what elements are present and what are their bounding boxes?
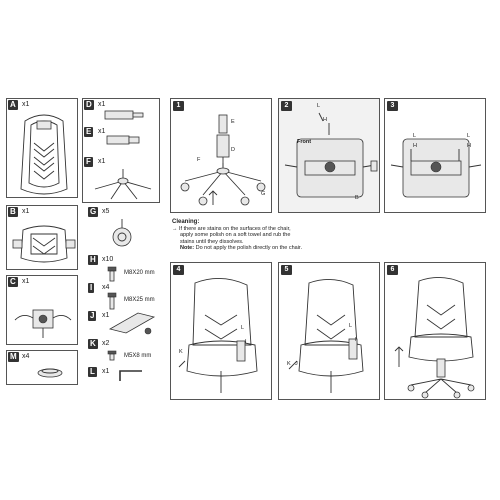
part-letter: M [8, 352, 19, 362]
part-qty: x1 [98, 158, 106, 165]
bolt-k-size: M5X8 mm [124, 353, 152, 359]
part-a-panel: A x1 [6, 98, 78, 198]
part-qty: x2 [102, 340, 110, 347]
step-number: 1 [173, 101, 184, 111]
part-qty: x1 [22, 278, 30, 285]
step-2-panel: 2 L H Front B [278, 98, 380, 213]
label-k: K [287, 361, 291, 367]
part-letter: F [84, 157, 93, 167]
cleaning-line-3: stains until they dissolves. [180, 238, 244, 245]
cover-illustration [106, 135, 140, 145]
part-qty: x5 [102, 208, 110, 215]
part-letter: I [88, 283, 95, 293]
cleaning-title: Cleaning: [172, 219, 200, 225]
part-qty: x4 [22, 353, 30, 360]
bolt-i-icon [107, 292, 117, 310]
label-f: F [197, 157, 201, 163]
seat-illustration [12, 225, 76, 263]
label-front: Front [297, 139, 312, 145]
chair-complete-illustration [394, 277, 475, 399]
label-l: L [317, 103, 321, 109]
part-letter: K [88, 339, 98, 349]
label-j: J [295, 361, 298, 367]
step-5-panel: 5 L I K J [278, 262, 380, 400]
label-h-left: H [413, 143, 417, 149]
step-number: 6 [387, 265, 398, 275]
step-3-panel: 3 L H L H [384, 98, 486, 213]
part-letter: H [88, 255, 98, 265]
label-e: E [231, 119, 235, 125]
parts-def-panel: D x1 E x1 F x1 [82, 98, 160, 203]
part-letter: D [84, 100, 94, 110]
caster-illustration [112, 219, 132, 247]
cleaning-line-2: apply some polish on a soft towel and ru… [180, 232, 291, 238]
part-c-panel: C x1 [6, 275, 78, 345]
step-1-panel: 1 E D F G [170, 98, 272, 213]
label-l-right: L [467, 133, 471, 139]
part-letter: L [88, 367, 97, 377]
base-illustration [94, 169, 152, 200]
bolt-i-size: M8X25 mm [124, 297, 155, 303]
step-number: 2 [281, 101, 292, 111]
allen-key-icon [119, 370, 142, 381]
part-letter: G [88, 207, 99, 217]
label-l: L [349, 323, 353, 329]
part-letter: A [8, 100, 18, 110]
seat-mechanism-bolts-illustration [390, 138, 482, 198]
label-i: I [355, 337, 357, 343]
seat-mechanism-illustration [284, 112, 378, 198]
backrest-illustration [20, 114, 68, 195]
parts-gl-panel: G x5 H x10 M8X20 mm I x4 M8X25 mm J x1 K… [88, 205, 158, 385]
label-g: G [261, 191, 266, 197]
part-qty: x4 [102, 284, 110, 291]
label-k: K [179, 349, 183, 355]
part-qty: x10 [102, 256, 114, 263]
step-number: 3 [387, 101, 398, 111]
label-b: B [355, 195, 359, 201]
cleaning-notes: Cleaning: → If there are stains on the s… [172, 219, 312, 252]
chair-side-cover-illustration [288, 279, 364, 393]
part-m-panel: M x4 [6, 350, 78, 385]
base-assembly-illustration [180, 114, 266, 206]
part-letter: C [8, 277, 18, 287]
bolt-h-icon [107, 266, 117, 282]
part-qty: x1 [102, 368, 110, 375]
gas-lift-illustration [104, 110, 144, 120]
part-qty: x1 [22, 208, 30, 215]
part-qty: x1 [98, 101, 106, 108]
mechanism-illustration [14, 309, 72, 338]
cleaning-note: Note: Do not apply the polish directly o… [180, 245, 302, 251]
label-h-right: H [467, 143, 471, 149]
bolt-k-icon [107, 350, 117, 361]
part-qty: x1 [22, 101, 30, 108]
part-letter: E [84, 127, 94, 137]
cap-illustration [37, 368, 63, 378]
side-cover-illustration [108, 312, 156, 335]
step-4-panel: 4 L I K [170, 262, 272, 400]
part-letter: J [88, 311, 97, 321]
part-qty: x1 [98, 128, 106, 135]
label-h: H [323, 117, 327, 123]
step-6-panel: 6 [384, 262, 486, 400]
step-number: 4 [173, 265, 184, 275]
cleaning-line-1: → If there are stains on the surfaces of… [172, 225, 291, 232]
part-letter: B [8, 207, 18, 217]
label-l: L [241, 325, 245, 331]
label-l-left: L [413, 133, 417, 139]
chair-armrest-illustration [178, 278, 258, 393]
step-number: 5 [281, 265, 292, 275]
part-b-panel: B x1 [6, 205, 78, 270]
label-i: I [245, 339, 247, 345]
part-qty: x1 [102, 312, 110, 319]
bolt-h-size: M8X20 mm [124, 270, 155, 276]
label-d: D [231, 147, 235, 153]
